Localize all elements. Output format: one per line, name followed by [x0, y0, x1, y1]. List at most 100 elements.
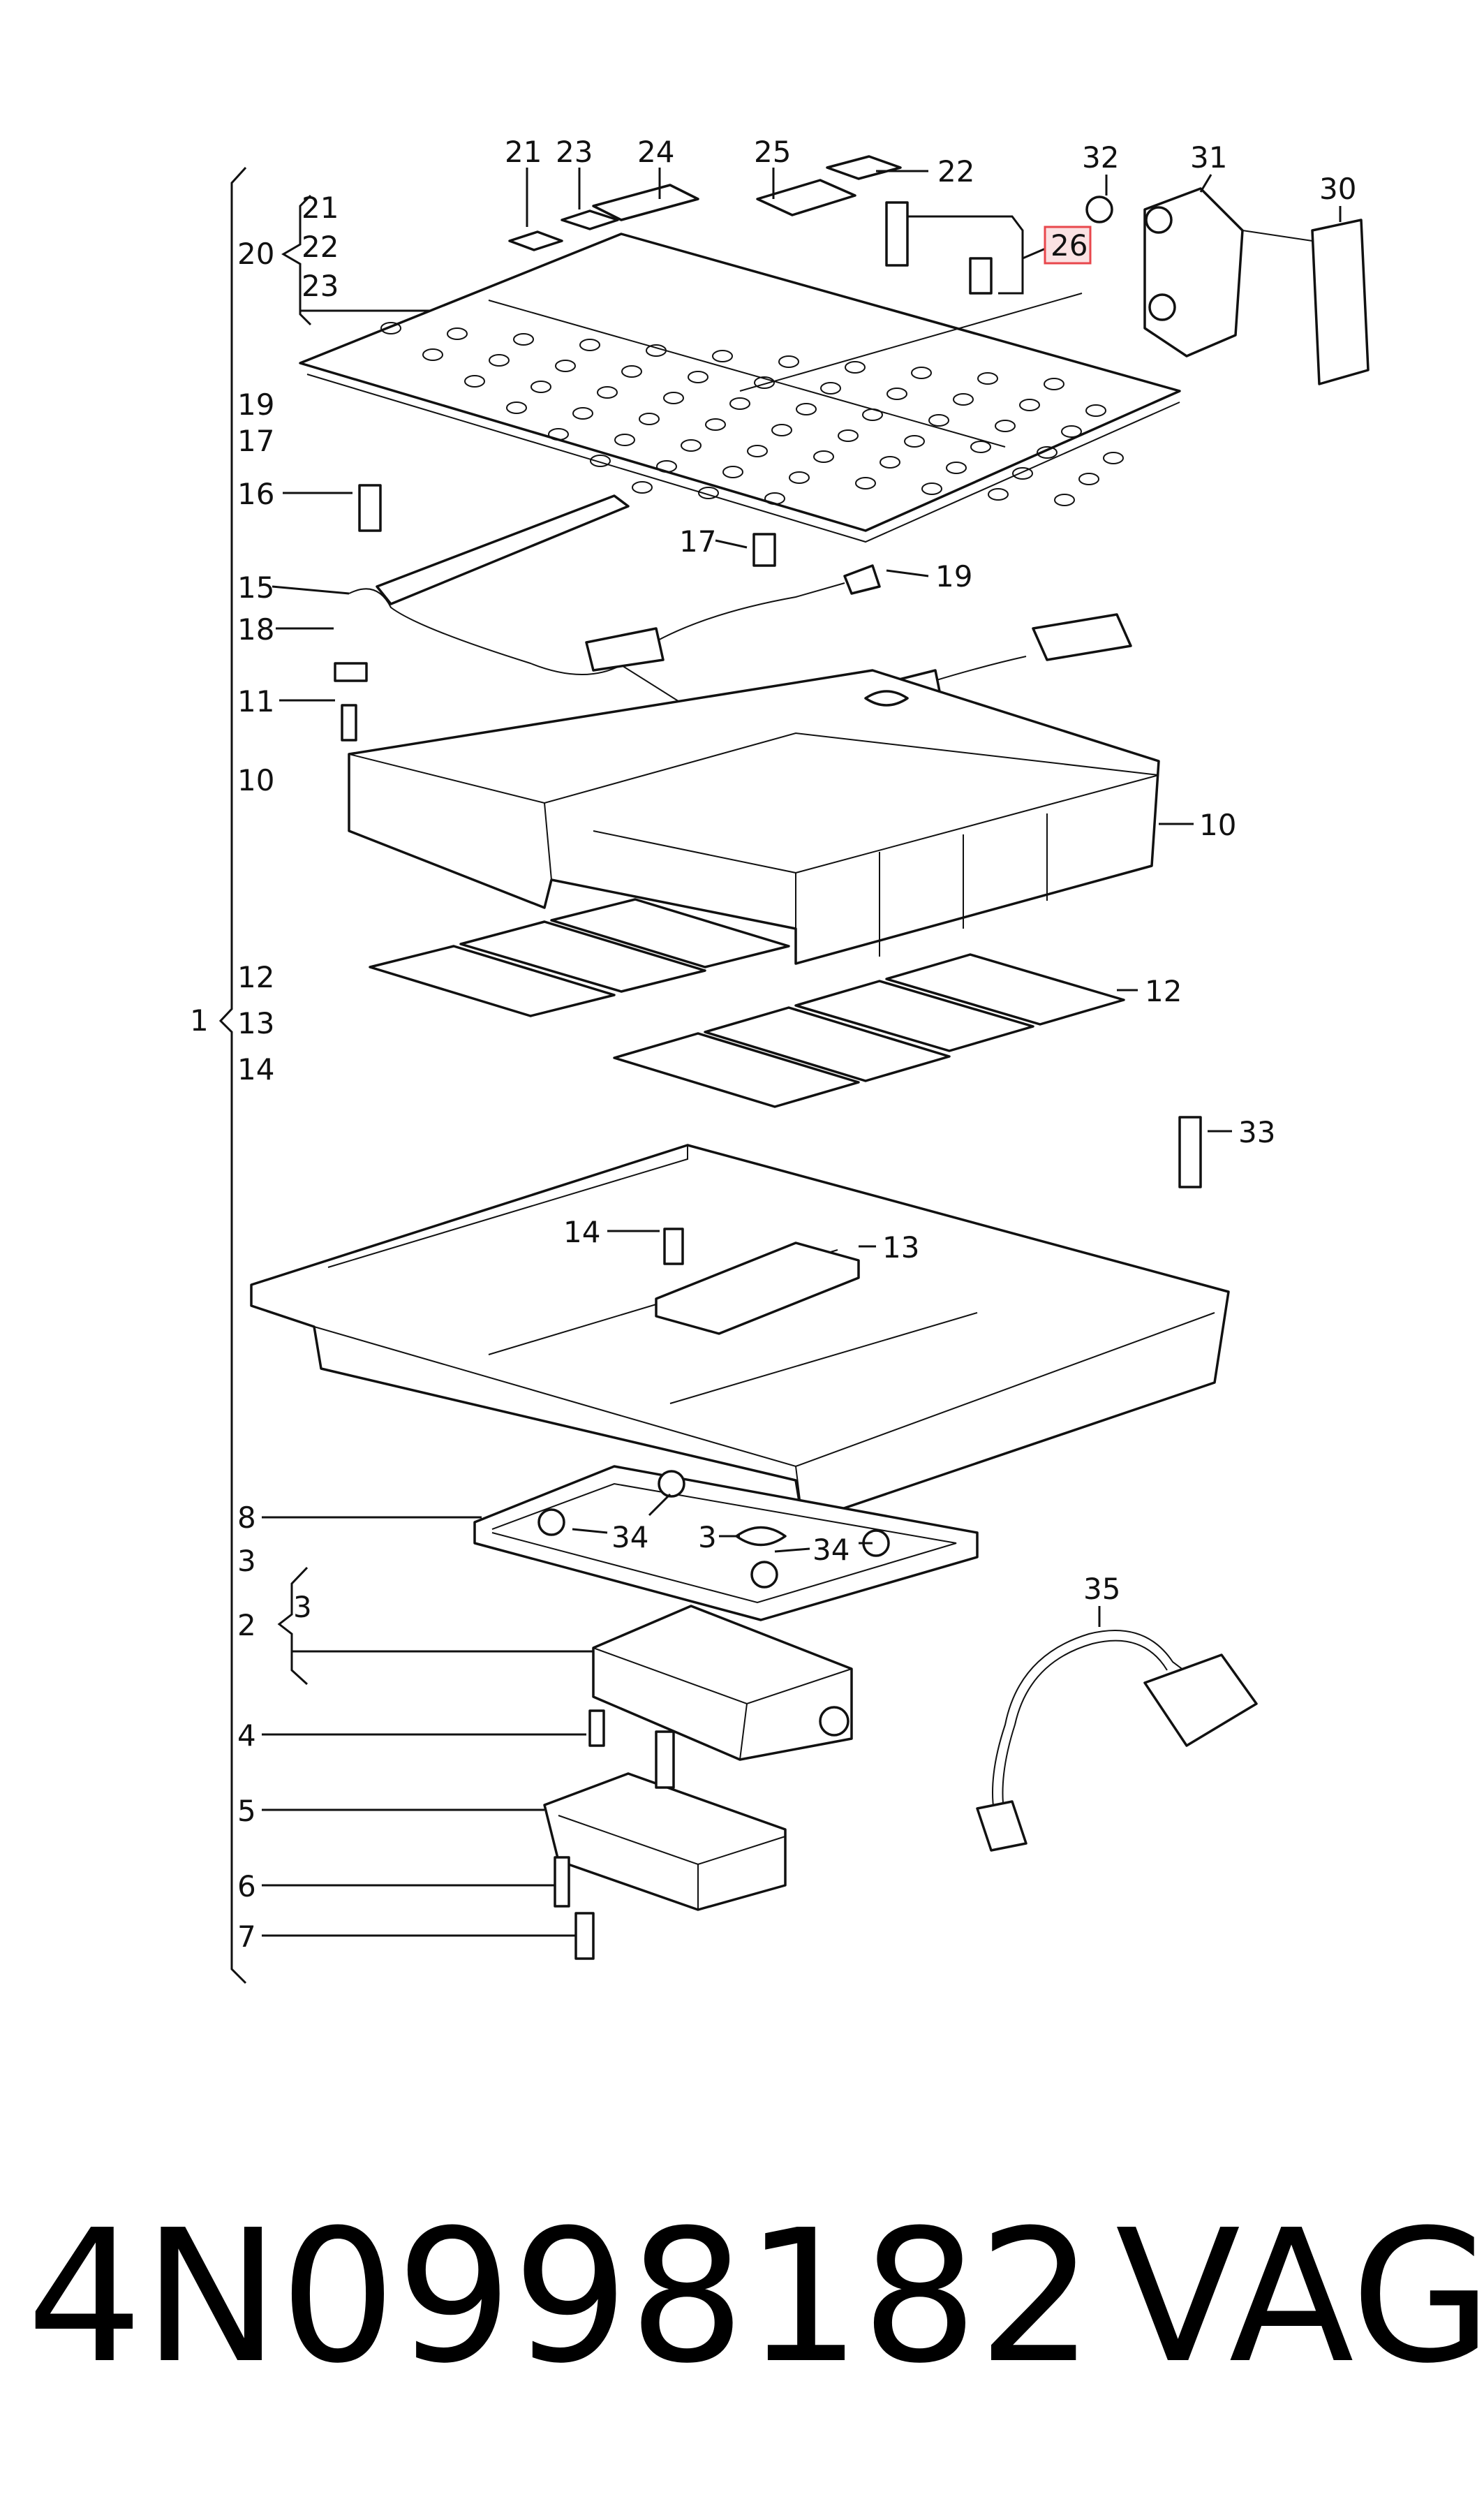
label-18: 18 — [237, 612, 274, 647]
plate-hole — [771, 424, 792, 436]
label-33: 33 — [1238, 1115, 1275, 1149]
plate-hole — [977, 372, 998, 385]
plate-hole — [838, 429, 859, 442]
plate-hole — [911, 367, 932, 379]
plate-hole — [1085, 404, 1106, 417]
plate-hole — [988, 488, 1009, 501]
plate-hole — [590, 455, 611, 467]
plate-hole — [698, 487, 719, 499]
plate-hole — [778, 355, 799, 368]
plate-hole — [639, 413, 660, 425]
label-14-index: 14 — [237, 1052, 274, 1086]
plate-hole — [764, 492, 785, 505]
plate-hole — [995, 420, 1016, 432]
insulation-pads — [369, 898, 1125, 1108]
plate-hole — [555, 360, 576, 372]
plate-hole — [506, 401, 527, 414]
fasteners — [334, 201, 1202, 1960]
label-3: 3 — [698, 1520, 717, 1554]
control-unit — [592, 1605, 853, 1761]
plate-hole — [796, 403, 817, 415]
label-3-index: 3 — [237, 1544, 256, 1578]
label-23-index: 23 — [302, 269, 339, 303]
label-10: 10 — [1199, 808, 1236, 842]
plate-hole — [904, 435, 925, 448]
label-20: 20 — [237, 237, 274, 271]
plate-hole — [1078, 473, 1099, 485]
plate-hole — [921, 482, 942, 495]
plate-hole — [789, 471, 810, 484]
label-19-index: 19 — [237, 388, 274, 422]
label-32: 32 — [1082, 140, 1119, 175]
label-12: 12 — [1145, 974, 1182, 1008]
plate-hole — [656, 460, 677, 473]
label-17: 17 — [679, 524, 716, 559]
plate-hole — [614, 434, 635, 446]
hv-cable — [976, 1630, 1258, 1852]
label-6: 6 — [237, 1869, 256, 1903]
label-10-index: 10 — [237, 763, 274, 797]
plate-hole — [1037, 446, 1058, 459]
plate-hole — [754, 376, 775, 389]
plate-hole — [548, 428, 569, 441]
battery-tray — [250, 1144, 1230, 1524]
label-34: 34 — [611, 1520, 648, 1554]
plate-hole — [729, 397, 750, 410]
label-22: 22 — [937, 154, 974, 189]
plate-hole — [621, 365, 642, 378]
plate-hole — [946, 462, 967, 474]
battery-modules — [348, 669, 1160, 965]
plate-hole — [513, 333, 534, 346]
plate-hole — [464, 375, 485, 388]
label-26: 26 — [1051, 228, 1088, 263]
label-11: 11 — [237, 684, 274, 719]
label-3-sub: 3 — [293, 1590, 312, 1624]
plate-hole — [597, 386, 618, 399]
plate-hole — [747, 445, 768, 457]
label-31: 31 — [1190, 140, 1227, 175]
plate-hole — [1044, 378, 1064, 390]
plate-hole — [705, 418, 726, 431]
plate-hole — [530, 381, 551, 393]
label-14: 14 — [563, 1215, 600, 1249]
plate-hole — [722, 466, 743, 478]
label-35: 35 — [1083, 1572, 1120, 1606]
label-25: 25 — [754, 135, 791, 169]
label-21: 21 — [505, 135, 542, 169]
brand-name: VAG — [1115, 2190, 1484, 2403]
label-2: 2 — [237, 1608, 256, 1642]
stickers — [508, 155, 902, 251]
plate-hole — [1019, 399, 1040, 411]
plate-hole — [880, 456, 900, 469]
plate-hole — [632, 481, 653, 494]
contactor-block — [543, 1772, 787, 1911]
highlight-box-26 — [1044, 226, 1092, 265]
plate-hole — [1054, 494, 1075, 506]
plate-hole — [862, 408, 883, 421]
plate-hole — [1012, 467, 1033, 480]
plate-hole — [380, 322, 401, 334]
plate-hole — [813, 450, 834, 463]
label-4: 4 — [237, 1718, 256, 1753]
plate-hole — [489, 354, 510, 367]
plate-hole — [886, 388, 907, 400]
plate-hole — [447, 327, 468, 340]
part-number: 4N0998182 — [27, 2190, 1095, 2403]
label-22-index: 22 — [302, 230, 339, 264]
label-21-index: 21 — [302, 191, 339, 225]
top-cover-plate — [299, 233, 1181, 543]
plate-hole — [855, 477, 876, 489]
label-16: 16 — [237, 477, 274, 511]
plate-hole — [712, 350, 733, 362]
label-7: 7 — [237, 1920, 256, 1954]
label-17-index: 17 — [237, 424, 274, 458]
label-1: 1 — [190, 1003, 209, 1038]
label-13: 13 — [882, 1230, 919, 1265]
plate-hole — [663, 392, 684, 404]
plate-hole — [845, 361, 866, 374]
plate-hole — [681, 439, 702, 452]
plate-hole — [422, 348, 443, 361]
label-30: 30 — [1319, 172, 1356, 206]
plate-hole — [820, 382, 841, 395]
